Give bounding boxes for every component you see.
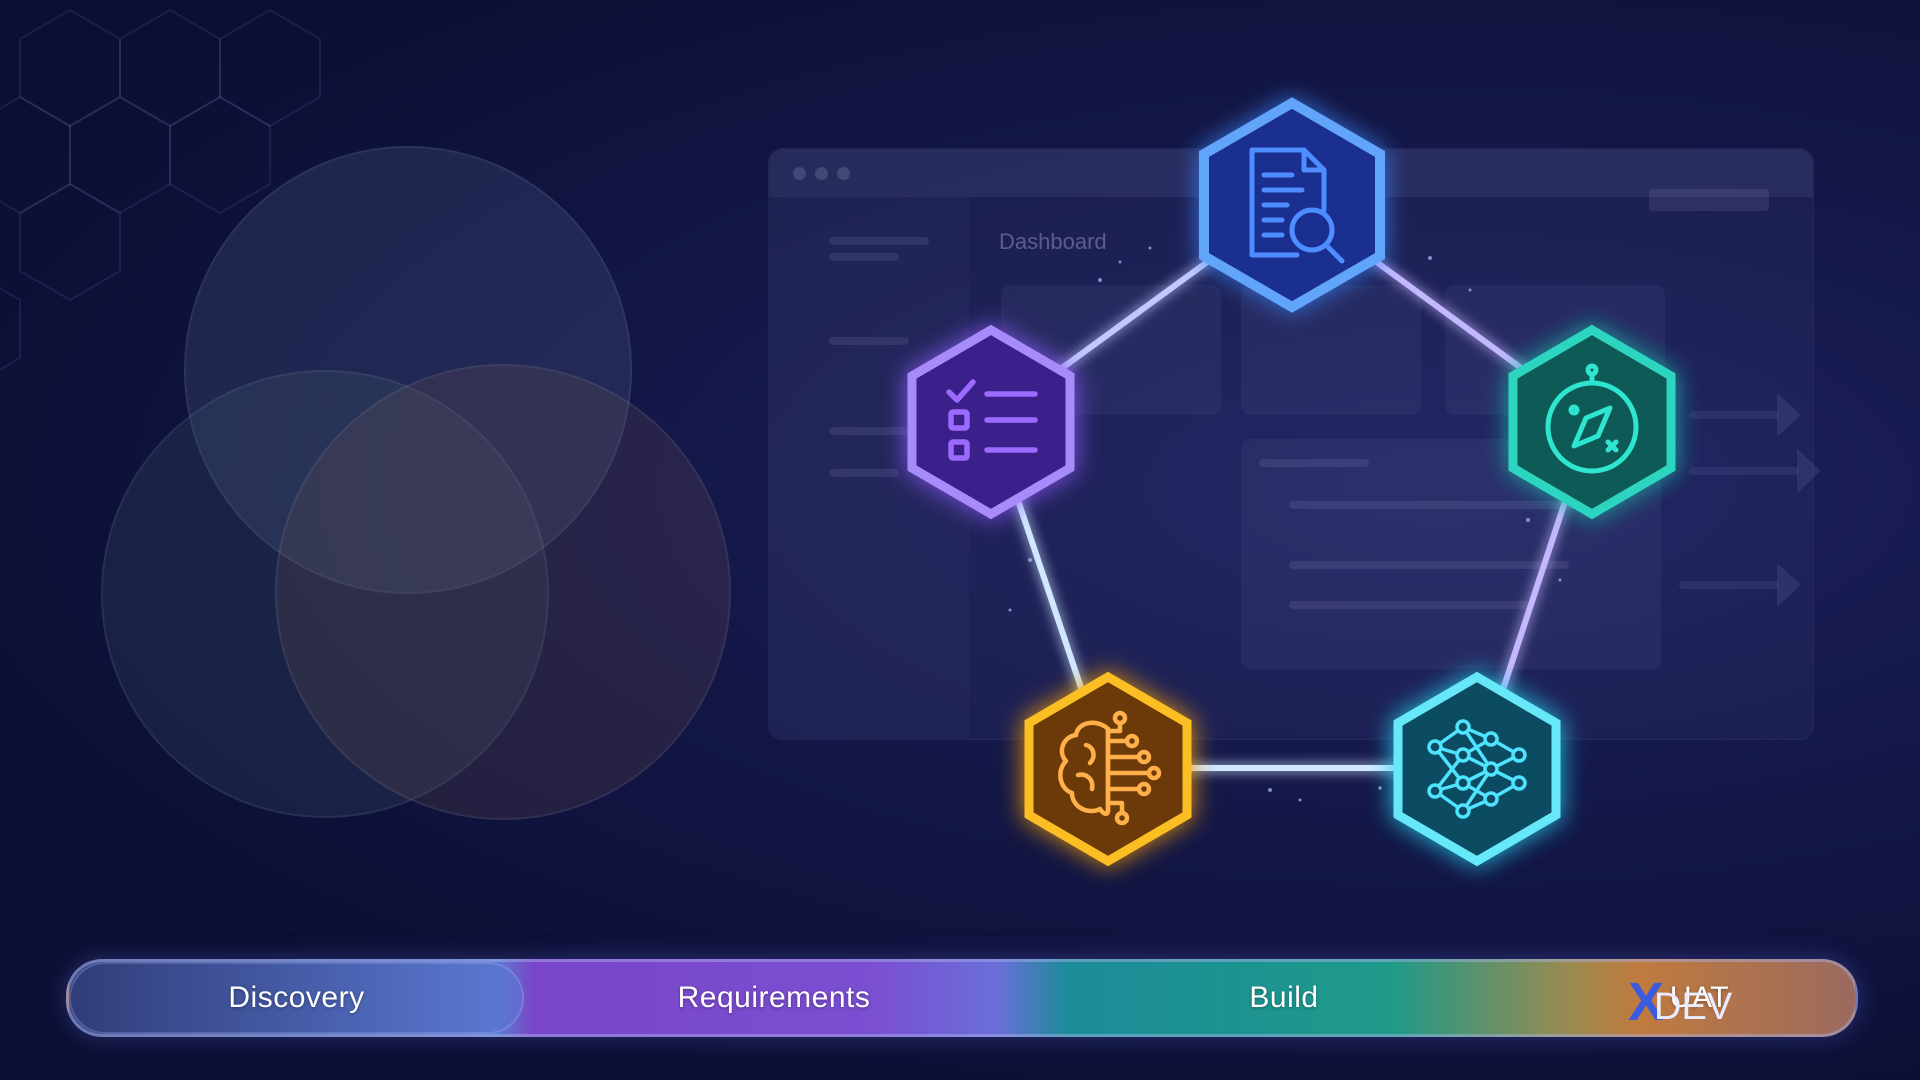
dashboard-title: Dashboard [999,229,1107,254]
stage-requirements[interactable]: Requirements [524,962,1024,1034]
xdev-watermark-logo: X DEV [1628,974,1732,1029]
node-compass[interactable] [1497,317,1687,531]
checklist-icon [946,379,1038,461]
arrow-decoration [1679,563,1801,607]
process-stage-bar: Discovery Requirements Build UAT [66,959,1858,1037]
brain-circuit-icon [1058,710,1162,826]
neural-network-icon [1427,719,1527,819]
stage-label: Discovery [228,981,365,1014]
stage-discovery[interactable]: Discovery [69,962,524,1034]
arrow-decoration [1689,393,1801,437]
compass-icon [1545,363,1639,474]
document-search-icon [1249,147,1345,264]
dashboard-card [1241,285,1421,415]
node-brain-circuit[interactable] [1013,664,1203,878]
logo-mark: X [1628,971,1665,1032]
stage-build[interactable]: Build [1024,962,1544,1034]
stage-label: UAT [1669,981,1730,1014]
node-neural-network[interactable] [1382,664,1572,878]
hexagon-grid-decoration [0,8,321,371]
arrow-decoration [1689,449,1821,493]
stage-label: Requirements [677,981,871,1014]
stage-label: Build [1249,981,1319,1014]
node-checklist[interactable] [896,317,1086,531]
window-dot [793,167,806,180]
logo-text: DEV [1654,986,1733,1028]
window-dot [815,167,828,180]
stage-uat[interactable]: UAT [1544,962,1855,1034]
venn-circle-right [275,364,731,820]
window-dot [837,167,850,180]
node-document-search[interactable] [1187,90,1397,324]
